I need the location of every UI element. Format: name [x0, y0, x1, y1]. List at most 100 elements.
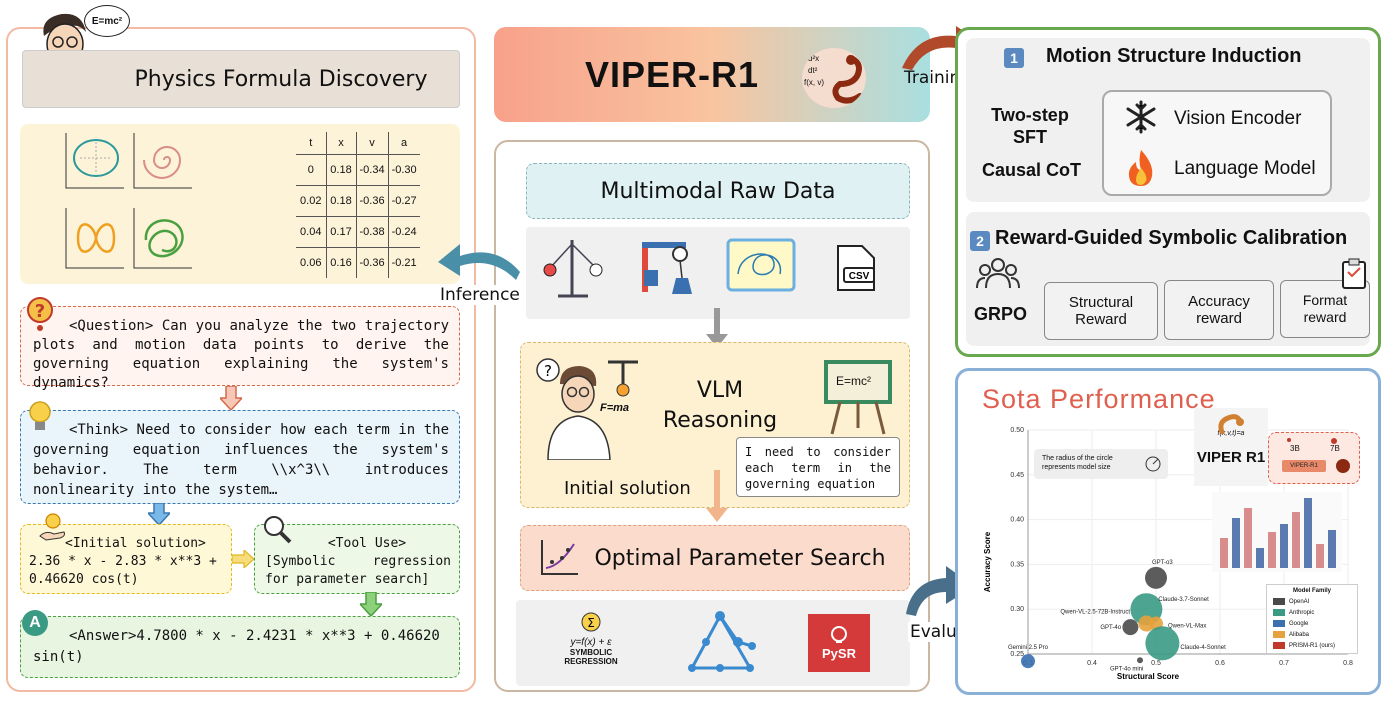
- vlm-note-text: I need to consider each term in the gove…: [745, 445, 891, 491]
- size-dot: [1287, 438, 1291, 442]
- answer-badge-icon: A: [22, 610, 48, 636]
- snowflake-icon: [1126, 100, 1156, 134]
- y-tick-label: 0.25: [1010, 651, 1024, 658]
- reward-line: Accuracy: [1188, 293, 1250, 310]
- motion-data-table: t x v a 0 0.18 -0.34 -0.30 0.02 0.18 -0.…: [296, 132, 420, 278]
- data-point: [1137, 657, 1143, 664]
- data-point-label: Claude-3.7-Sonnet: [1158, 597, 1209, 603]
- legend-swatch: [1273, 609, 1285, 616]
- inset-bar: [1244, 508, 1252, 568]
- clipboard-icon: [1342, 258, 1366, 289]
- raw-data-title: Multimodal Raw Data: [600, 178, 836, 204]
- logo-line: f(x, v): [804, 78, 824, 87]
- snake-icon: [832, 55, 863, 104]
- down-arrow-icon: [706, 308, 728, 348]
- table-header: x: [325, 132, 357, 155]
- table-header: a: [387, 132, 420, 155]
- stage1-number: 1: [1004, 48, 1024, 68]
- legend-label: Alibaba: [1289, 631, 1310, 638]
- sigma-icon: Σ: [581, 612, 601, 632]
- tool-use-text: [Symbolic regression for parameter searc…: [265, 554, 451, 587]
- two-step-line: SFT: [1013, 127, 1047, 147]
- size-3b: 3B: [1290, 444, 1300, 453]
- data-point: [1021, 654, 1035, 669]
- left-panel-title: Physics Formula Discovery: [22, 50, 460, 108]
- reward-line: Reward: [1075, 311, 1127, 328]
- viper-badge-text: VIPER-R1: [1290, 463, 1318, 469]
- inset-bar: [1256, 548, 1264, 568]
- inset-bar: [1316, 544, 1324, 568]
- table-cell: -0.38: [355, 215, 389, 248]
- table-header: t: [296, 132, 327, 155]
- viper-model-card: f(x,v,t)=a VIPER R1: [1194, 408, 1268, 486]
- table-header: v: [355, 132, 389, 155]
- expression-tree-icon: [688, 611, 756, 672]
- y-tick-label: 0.35: [1010, 561, 1024, 568]
- vlm-note: I need to consider each term in the gove…: [736, 437, 900, 497]
- legend-swatch: [1273, 631, 1285, 638]
- viper-formula: f(x,v,t)=a: [1217, 430, 1245, 437]
- main-title: VIPER-R1: [584, 53, 760, 95]
- x-axis-label: Structural Score: [1117, 672, 1180, 681]
- inset-bar: [1304, 498, 1312, 568]
- vlm-title-line: Reasoning: [662, 408, 778, 433]
- pysr-logo-icon: PySR: [808, 614, 870, 672]
- magnifier-icon: [264, 516, 292, 544]
- vlm-title: VLM Reasoning: [648, 376, 792, 436]
- legend-swatch: [1273, 620, 1285, 627]
- stage1-title: Motion Structure Induction: [1046, 45, 1302, 67]
- legend-item: PRISM-R1 (ours): [1273, 640, 1351, 651]
- accuracy-reward: Accuracy reward: [1164, 280, 1274, 340]
- stage1-number-text: 1: [1010, 50, 1018, 66]
- x-tick-label: 0.7: [1279, 660, 1289, 667]
- grpo-label: GRPO: [974, 304, 1028, 324]
- viper-badge: VIPER-R1: [1282, 460, 1326, 472]
- legend-label: OpenAI: [1289, 598, 1310, 605]
- group-icon: [976, 258, 1020, 289]
- down-arrow-icon: [220, 386, 242, 410]
- legend-label: PRISM-R1 (ours): [1289, 642, 1336, 649]
- logo-line: dt²: [808, 66, 818, 75]
- size-7b: 7B: [1330, 444, 1340, 453]
- table-cell: 0.17: [325, 215, 357, 248]
- think-text: <Think> Need to consider how each term i…: [33, 422, 449, 498]
- data-point: [1122, 619, 1139, 636]
- structural-reward: Structural Reward: [1044, 282, 1158, 340]
- x-tick-label: 0.6: [1215, 660, 1225, 667]
- csv-file-icon: CSV: [837, 245, 875, 291]
- size-7b-badge-icon: [1336, 459, 1350, 473]
- x-tick-label: 0.8: [1343, 660, 1353, 667]
- table-cell: -0.36: [355, 184, 389, 217]
- table-row: 0.06 0.16 -0.36 -0.21: [296, 246, 420, 278]
- right-arrow-icon: [232, 550, 254, 568]
- legend-label: Anthropic: [1289, 609, 1315, 616]
- reward-line: reward: [1196, 310, 1242, 327]
- data-point-label: Gemini 2.5 Pro: [1008, 645, 1049, 651]
- table-cell: 0.18: [325, 184, 357, 217]
- data-point-label: Qwen-VL-2.5-72B-Instruct: [1060, 610, 1130, 616]
- x-tick-label: 0.4: [1087, 660, 1097, 667]
- inset-bar: [1328, 530, 1336, 568]
- left-panel-title-text: Physics Formula Discovery: [134, 66, 428, 92]
- format-reward: Format reward: [1280, 280, 1370, 338]
- inset-bar: [1280, 524, 1288, 568]
- radius-icon: [1145, 456, 1161, 472]
- data-point-label: Claude-4-Sonnet: [1180, 645, 1226, 651]
- answer-text: <Answer>4.7800 * x - 2.4231 * x**3 + 0.4…: [33, 628, 440, 665]
- size-dot: [1331, 438, 1337, 444]
- reward-line: Format: [1302, 292, 1348, 308]
- sr-line: REGRESSION: [564, 657, 618, 666]
- optimal-search-header: Optimal Parameter Search: [520, 525, 910, 591]
- pendulum-icon: [543, 240, 603, 298]
- optimal-search-title: Optimal Parameter Search: [594, 545, 886, 571]
- thought-bubble-text: E=mc²: [91, 15, 123, 27]
- table-cell: 0.18: [325, 153, 357, 186]
- trajectory-board-icon: [726, 238, 796, 292]
- raw-data-header: Multimodal Raw Data: [526, 163, 910, 219]
- lightbulb-icon: [29, 401, 51, 430]
- two-step-line: Two-step: [991, 105, 1069, 125]
- legend-label: Google: [1289, 620, 1309, 627]
- language-model-label: Language Model: [1174, 158, 1316, 179]
- down-arrow-icon: [706, 470, 728, 522]
- stage2-number-text: 2: [976, 233, 984, 249]
